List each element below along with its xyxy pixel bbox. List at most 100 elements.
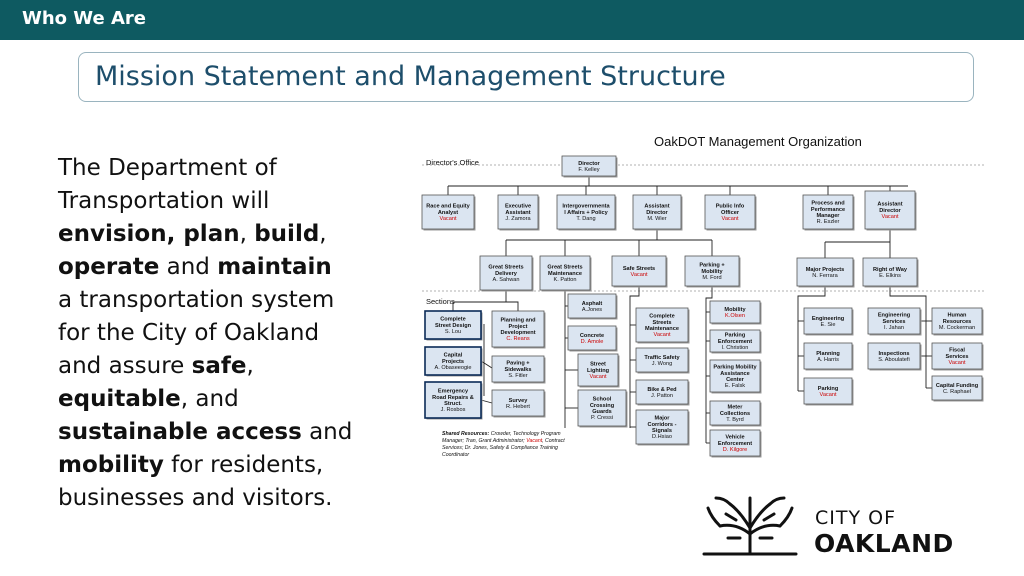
org-box-title: Director xyxy=(646,210,668,216)
org-box-title: School xyxy=(593,397,612,403)
org-box-name: C. Raphael xyxy=(943,389,971,395)
logo-oakland: OAKLAND xyxy=(814,529,954,558)
org-box-name: Vacant xyxy=(882,214,899,220)
org-box-title: Inspections xyxy=(878,351,909,357)
org-box-name: Vacant xyxy=(654,332,671,338)
org-box-title: Process and xyxy=(811,201,845,207)
mission-emphasis: safe xyxy=(191,353,247,379)
org-box-title: Signals xyxy=(652,428,672,434)
mission-emphasis: mobility xyxy=(58,452,164,478)
org-box-title: Services xyxy=(882,319,905,325)
org-box-title: Officer xyxy=(721,210,740,216)
org-box-name: J. Rosbos xyxy=(441,407,466,413)
org-box-title: Emergency xyxy=(438,389,469,395)
org-box-title: Delivery xyxy=(495,271,518,277)
org-box-title: Enforcement xyxy=(718,339,752,345)
shared-resources-note: Manager; Tran, Grant Administrator; Vaca… xyxy=(442,438,565,444)
shared-resources-note: Shared Resources: Crowder, Technology Pr… xyxy=(442,431,561,437)
org-box-title: Projects xyxy=(442,359,464,365)
org-box-title: Services xyxy=(945,354,968,360)
org-box-name: S. Lou xyxy=(445,329,461,335)
org-box-name: M. Ford xyxy=(702,275,721,281)
mission-line: envision, plan, build, xyxy=(58,218,388,251)
org-box-name: J. Zamora xyxy=(505,216,531,222)
org-box-title: Road Repairs & xyxy=(432,395,474,401)
org-box-name: K. Patton xyxy=(553,277,576,283)
org-box-name: Vacant xyxy=(590,374,607,380)
org-box-title: Paving + xyxy=(506,361,530,367)
mission-text: , xyxy=(319,221,327,247)
org-box-name: N. Ferrara xyxy=(812,273,838,279)
org-box-name: E. Sie xyxy=(821,322,836,328)
org-box-name: D. Amole xyxy=(581,339,604,345)
org-box-title: Center xyxy=(726,377,745,383)
mission-emphasis: sustainable access xyxy=(58,419,302,445)
org-box-title: Assistant xyxy=(505,210,530,216)
org-box-name: P. Cressi xyxy=(591,415,613,421)
section-title: Who We Are xyxy=(22,8,147,29)
org-box-name: C. Reans xyxy=(506,336,530,342)
org-box-name: D.Hsiao xyxy=(652,434,672,440)
mission-text: and xyxy=(301,419,353,445)
mission-line: for the City of Oakland xyxy=(58,317,388,350)
org-box-title: Human xyxy=(948,313,968,319)
mission-line: businesses and visitors. xyxy=(58,482,388,515)
org-box-name: S. Fitler xyxy=(508,373,527,379)
mission-line: sustainable access and xyxy=(58,416,388,449)
org-box-title: Street Design xyxy=(435,323,472,329)
org-box-name: M. Cockerman xyxy=(939,325,975,331)
mission-emphasis: equitable xyxy=(58,386,181,412)
org-box-title: Traffic Safety xyxy=(644,355,680,361)
shared-resources-note: Coordinator xyxy=(442,452,469,458)
org-box-title: Analyst xyxy=(438,210,458,216)
org-box-title: Lighting xyxy=(587,368,610,374)
org-box-name: A.Jones xyxy=(582,307,602,313)
mission-text: Transportation will xyxy=(58,188,270,214)
org-box-title: Streets xyxy=(653,320,672,326)
org-box-name: Vacant xyxy=(440,216,457,222)
org-box-title: Major xyxy=(655,416,671,422)
org-box-title: Director xyxy=(578,161,600,167)
org-box-title: Street xyxy=(590,362,606,368)
page-title: Mission Statement and Management Structu… xyxy=(95,61,726,92)
org-box-name: A. Sahwan xyxy=(492,277,519,283)
org-box-name: S. Aboulatefi xyxy=(878,357,909,363)
org-box-title: Director xyxy=(879,208,901,214)
org-box-title: Parking xyxy=(725,333,746,339)
org-box-name: Vacant xyxy=(631,272,648,278)
org-box-title: Vehicle xyxy=(725,435,744,441)
mission-line: a transportation system xyxy=(58,284,388,317)
mission-line: operate and maintain xyxy=(58,251,388,284)
mission-text: and xyxy=(159,254,218,280)
mission-emphasis: maintain xyxy=(217,254,332,280)
org-box-title: Sidewalks xyxy=(504,367,531,373)
org-box-title: Parking Mobility xyxy=(713,365,757,371)
org-box-name: I. Jahan xyxy=(884,325,904,331)
org-box-title: Crossing xyxy=(590,403,615,409)
mission-text: a transportation system xyxy=(58,287,335,313)
org-box-name: D. Kilgore xyxy=(723,447,748,453)
